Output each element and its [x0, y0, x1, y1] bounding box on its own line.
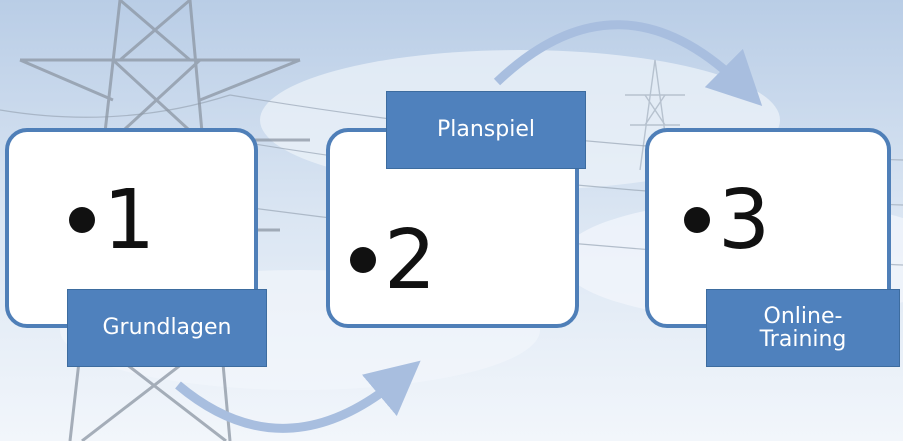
step-2-label: Planspiel [386, 91, 586, 169]
bullet-icon [684, 206, 710, 233]
arrow-step2-to-step3 [493, 20, 763, 107]
step-1-number: 1 [69, 180, 155, 262]
arrow-step1-to-step2 [175, 360, 421, 433]
bullet-icon [69, 206, 95, 233]
step-3-number: 3 [684, 180, 770, 262]
step-1-label: Grundlagen [67, 289, 267, 367]
step-2-number: 2 [350, 220, 436, 302]
step-3-label: Online- Training [706, 289, 900, 367]
bullet-icon [350, 246, 376, 273]
